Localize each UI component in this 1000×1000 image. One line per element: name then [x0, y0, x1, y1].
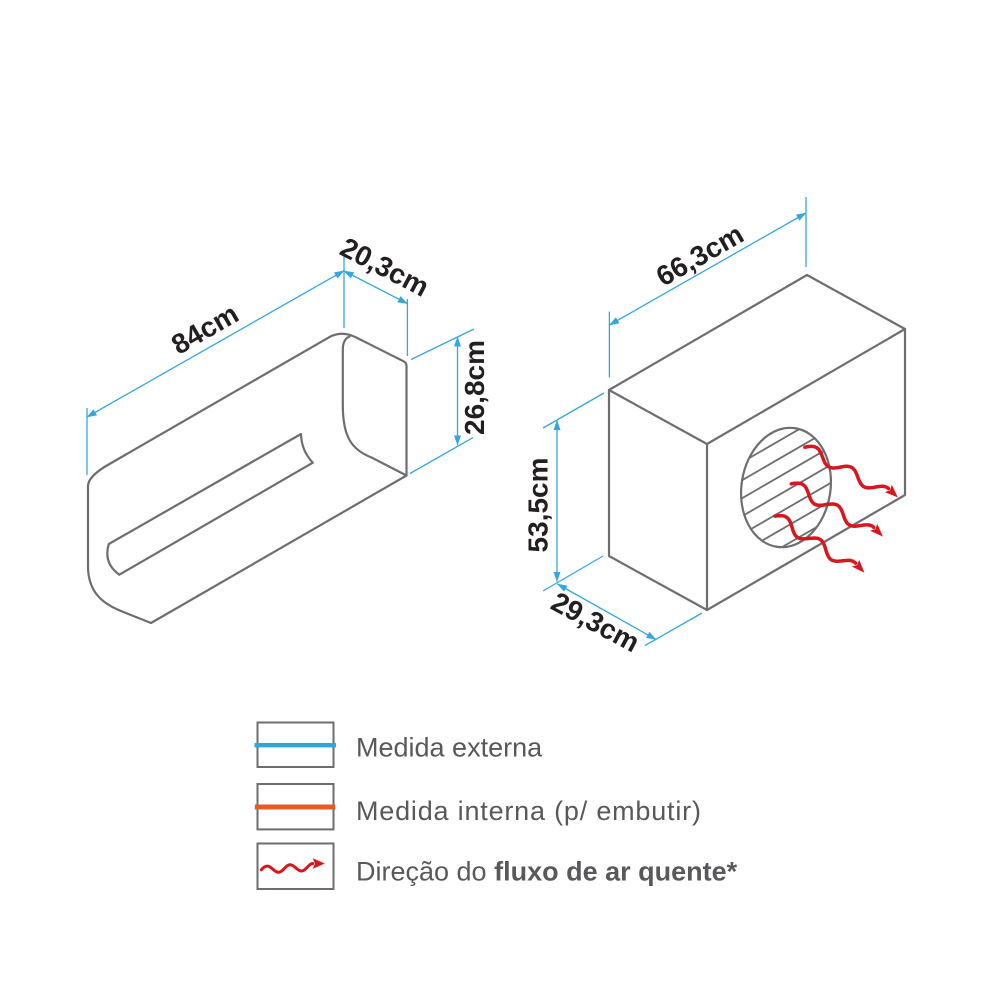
- svg-text:Medida interna (p/ embutir): Medida interna (p/ embutir): [356, 796, 702, 826]
- svg-text:Medida externa: Medida externa: [356, 733, 543, 763]
- svg-text:Direção do fluxo de ar quente*: Direção do fluxo de ar quente*: [356, 857, 738, 887]
- svg-text:53,5cm: 53,5cm: [523, 458, 554, 553]
- svg-text:26,8cm: 26,8cm: [459, 340, 490, 435]
